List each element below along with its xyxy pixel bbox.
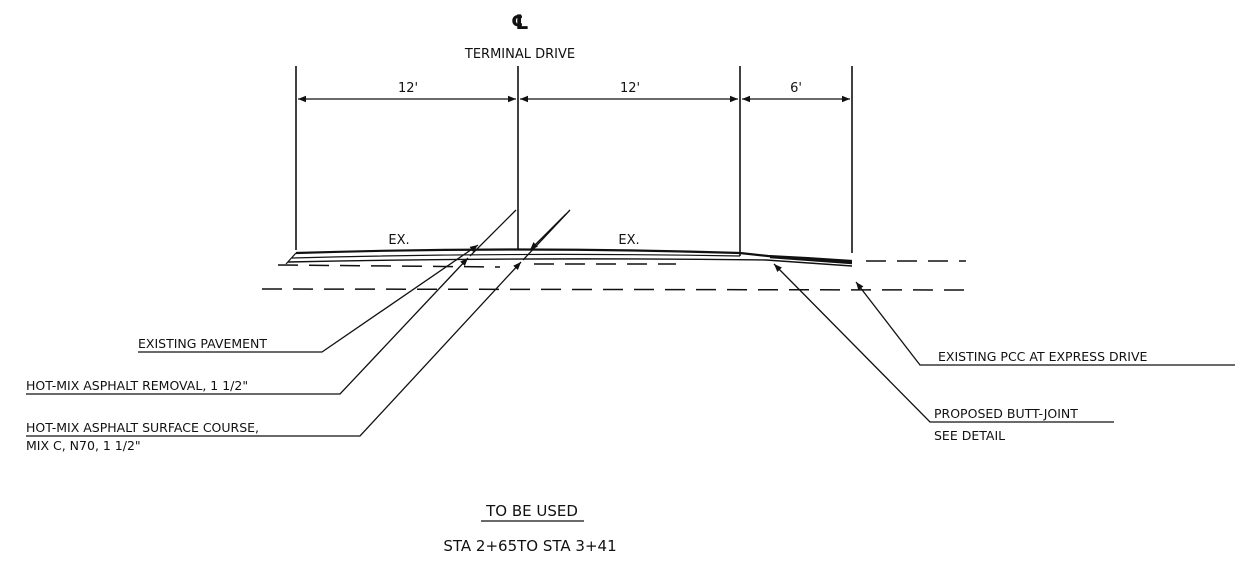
surface-label-left: EX. bbox=[388, 233, 409, 248]
dimension-middle: 12' bbox=[620, 81, 640, 96]
leader-hma-removal bbox=[26, 257, 469, 395]
callout-existing-pavement: EXISTING PAVEMENT bbox=[138, 336, 267, 351]
usage-heading: TO BE USED bbox=[485, 502, 578, 520]
centerline-symbol: ℄ bbox=[511, 10, 529, 34]
leader-hma-surface bbox=[26, 261, 522, 437]
butt-joint-taper bbox=[769, 255, 853, 265]
callout-hma-removal: HOT-MIX ASPHALT REMOVAL, 1 1/2" bbox=[26, 378, 248, 393]
callout-hma-surface-line1: HOT-MIX ASPHALT SURFACE COURSE, bbox=[26, 420, 259, 435]
surface-label-right: EX. bbox=[618, 233, 639, 248]
callout-butt-joint-line2: SEE DETAIL bbox=[934, 428, 1005, 443]
pavement-top-surface bbox=[295, 248, 853, 263]
centerline-road-name: TERMINAL DRIVE bbox=[464, 47, 575, 62]
leader-upper-arrow bbox=[529, 213, 567, 251]
dimension-right: 6' bbox=[790, 81, 802, 96]
dashed-line-upper-left bbox=[277, 264, 501, 268]
callout-butt-joint-line1: PROPOSED BUTT-JOINT bbox=[934, 406, 1078, 421]
callout-existing-pcc: EXISTING PCC AT EXPRESS DRIVE bbox=[938, 349, 1148, 364]
dimension-left: 12' bbox=[398, 81, 418, 96]
dashed-line-lower bbox=[261, 288, 967, 291]
usage-range: STA 2+65TO STA 3+41 bbox=[443, 537, 616, 555]
pavement-bottom-line bbox=[287, 258, 853, 267]
pavement-left-edge bbox=[285, 252, 297, 265]
leader-butt-joint bbox=[773, 263, 1114, 423]
leader-hma-removal-ext bbox=[469, 209, 517, 257]
leader-existing-pavement bbox=[138, 244, 479, 353]
pavement-layer-line bbox=[291, 253, 741, 259]
leader-existing-pcc bbox=[855, 281, 1235, 366]
callout-hma-surface-line2: MIX C, N70, 1 1/2" bbox=[26, 438, 141, 453]
